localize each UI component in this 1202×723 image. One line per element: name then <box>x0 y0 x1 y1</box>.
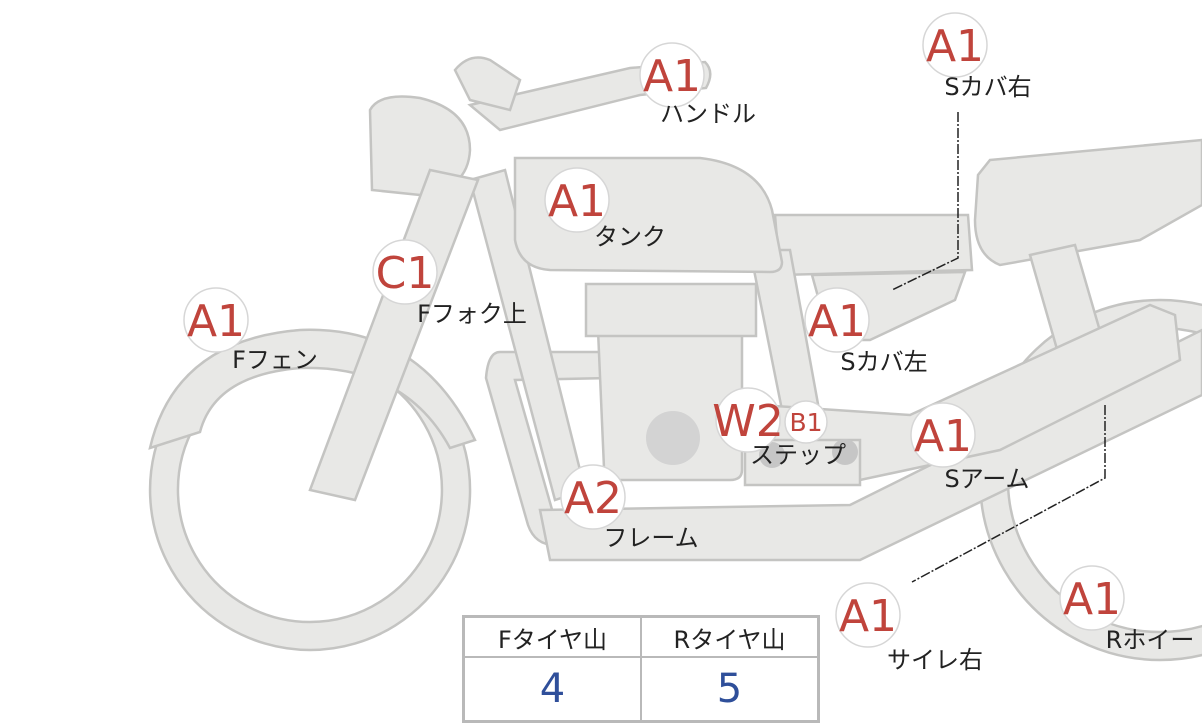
grade-badge <box>183 287 249 353</box>
grade-text: A1 <box>926 21 984 72</box>
grade-badge <box>1059 565 1125 631</box>
grade-text-secondary: B1 <box>789 408 822 437</box>
grade-text: A2 <box>564 473 622 524</box>
grade-badge <box>715 387 781 453</box>
front-fork-shape <box>308 168 480 502</box>
leader-line <box>891 112 959 291</box>
part-label: Rホイー <box>1106 626 1195 654</box>
step-peg-shape <box>832 439 858 465</box>
part-label: ハンドル <box>660 100 756 128</box>
grade-text: A1 <box>808 296 866 347</box>
grade-badge <box>910 402 976 468</box>
grade-text: W2 <box>712 396 784 447</box>
grade-text: A1 <box>643 51 701 102</box>
grade-badge <box>560 464 626 530</box>
part-label: Sアーム <box>944 465 1029 493</box>
grade-text: A1 <box>914 411 972 462</box>
grade-text: A1 <box>1063 574 1121 625</box>
part-label: フレーム <box>603 524 698 552</box>
part-callout-silencer-right: A1 サイレ右 <box>835 582 983 674</box>
grade-text: A1 <box>839 591 897 642</box>
front-tire-tread-value: 4 <box>462 656 642 723</box>
part-label: Sカバ右 <box>944 73 1031 101</box>
grade-badge <box>372 239 438 305</box>
part-label: Fフェン <box>232 346 318 374</box>
grade-text: C1 <box>376 248 435 299</box>
grade-badge <box>804 287 870 353</box>
grade-badge-secondary <box>784 400 828 444</box>
part-label: Sカバ左 <box>840 348 927 376</box>
handle-stem-shape <box>453 56 522 112</box>
grade-badge <box>639 42 705 108</box>
rear-tire-tread-header: Rタイヤ山 <box>640 615 820 658</box>
grade-text: A1 <box>548 176 606 227</box>
grade-text: A1 <box>187 296 245 347</box>
frame-lower-shape <box>538 328 1202 562</box>
part-label: Fフォク上 <box>417 300 527 328</box>
step-peg-shape <box>759 442 785 468</box>
part-label: タンク <box>594 223 666 251</box>
grade-badge <box>835 582 901 648</box>
grade-badge <box>544 167 610 233</box>
grade-badge <box>922 12 988 78</box>
leader-line <box>911 405 1106 583</box>
part-label: ステップ <box>750 441 846 469</box>
rear-tire-tread-value: 5 <box>640 656 820 723</box>
tire-tread-table: Fタイヤ山 Rタイヤ山 4 5 <box>462 615 820 723</box>
engine-head-shape <box>584 282 758 338</box>
front-tire-tread-header: Fタイヤ山 <box>462 615 642 658</box>
part-label: サイレ右 <box>887 646 983 674</box>
engine-cover-shape <box>646 411 700 465</box>
seat-shape <box>973 138 1202 267</box>
